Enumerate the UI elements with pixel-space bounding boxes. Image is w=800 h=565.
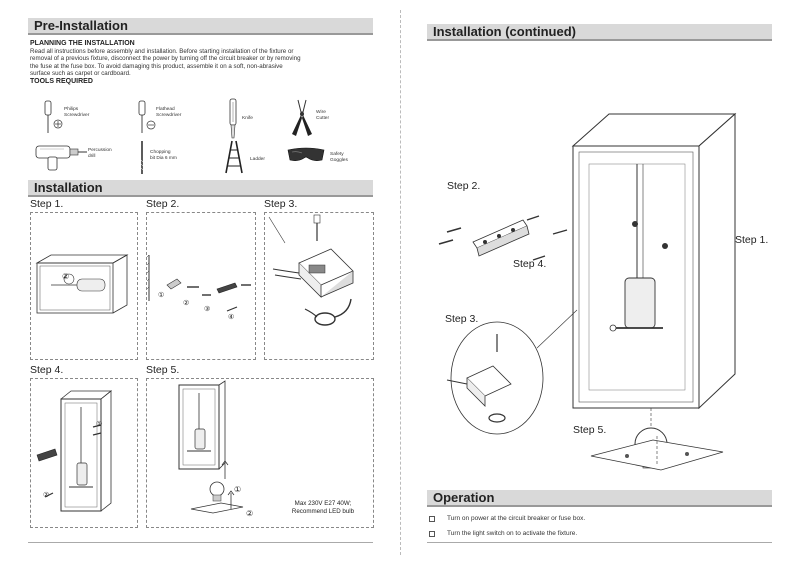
bottom-rule [427,542,772,543]
planning-line: the fuse at the fuse box. To avoid damag… [30,62,283,70]
ladder-icon [222,140,246,179]
operation-item-text: Turn on power at the circuit breaker or … [447,515,586,522]
step-3-label: Step 3. [445,313,479,325]
operation-item: Turn the light switch on to activate the… [429,530,577,537]
operation-item-text: Turn the light switch on to activate the… [447,530,578,537]
tool-label: Wire Cutter [316,110,330,121]
step-4-label: Step 4. [513,258,547,270]
callout-2: ② [246,509,254,518]
tool-label: Flathead Screwdriver [156,107,182,118]
phillips-screwdriver-icon [36,100,64,141]
knife-icon [226,98,240,145]
tool-label: Chopping bit Dia 6 mm [150,150,177,161]
step-5-illustration [146,378,374,528]
step-1-illustration [30,212,138,360]
callout-1: ① [234,485,242,494]
pre-installation-title: Pre-Installation [34,18,128,33]
callout-2: ② [43,492,50,499]
planning-line: Read all instructions before assembly an… [30,48,294,55]
step-4-illustration [30,378,138,528]
operation-title: Operation [433,490,495,505]
tool-label: Knife [242,116,253,121]
tools-heading: TOOLS REQUIRED [30,77,93,85]
step-2-label: Step 2. [146,198,180,210]
percussion-drill-icon [34,140,88,177]
safety-goggles-icon [286,146,326,169]
pre-installation-header: Pre-Installation [28,18,373,35]
step-5-label: Step 5. [573,424,607,436]
planning-line: surface such as carpet or cardboard. [30,70,131,78]
installation-title: Installation [34,180,103,195]
main-illustration [427,48,772,488]
installation-header: Installation [28,180,373,197]
flathead-screwdriver-icon [134,100,162,141]
page-fold-line [400,10,401,555]
bulb-note-line: Max 230V E27 40W; [294,500,352,507]
operation-item: Turn on power at the circuit breaker or … [429,515,585,522]
planning-section: PLANNING THE INSTALLATION Read all instr… [30,40,375,85]
drill-bit-icon [138,140,146,181]
planning-line: removal of a previous fixture, disconnec… [30,55,301,63]
mounting-plate-illustration [587,436,727,476]
callout-2: ② [62,272,70,281]
left-page: Pre-Installation PLANNING THE INSTALLATI… [28,18,375,548]
callout-2: ② [183,300,190,307]
installation-continued-title: Installation (continued) [433,24,576,39]
step-2-label: Step 2. [447,180,481,192]
step-3-label: Step 3. [264,198,298,210]
callout-3: ③ [204,306,211,313]
wire-cutter-icon [286,98,318,143]
step-3-illustration [264,212,374,360]
checkbox-icon [429,515,435,522]
callout-1: ① [158,292,165,299]
bulb-note-line: Recommend LED bulb [291,507,355,515]
planning-text: Read all instructions before assembly an… [30,48,375,78]
right-page: Installation (continued) [427,18,772,548]
callout-1: ① [96,421,103,428]
step-5-label: Step 5. [146,364,180,376]
checkbox-icon [429,530,435,537]
step-4-label: Step 4. [30,364,64,376]
tool-label: Safety Goggles [330,152,348,163]
planning-heading: PLANNING THE INSTALLATION [30,40,135,47]
callout-4: ④ [228,314,235,321]
bulb-note: Max 230V E27 40W; Recommend LED bulb [280,500,366,515]
tool-label: Ladder [250,157,265,162]
tool-label: Percussion drill [88,148,112,159]
step-1-label: Step 1. [735,234,769,246]
installation-continued-header: Installation (continued) [427,24,772,41]
step-2-illustration [144,212,256,360]
operation-header: Operation [427,490,772,507]
bottom-rule [28,542,373,543]
tool-label: Philips Screwdriver [64,107,90,118]
step-1-label: Step 1. [30,198,64,210]
